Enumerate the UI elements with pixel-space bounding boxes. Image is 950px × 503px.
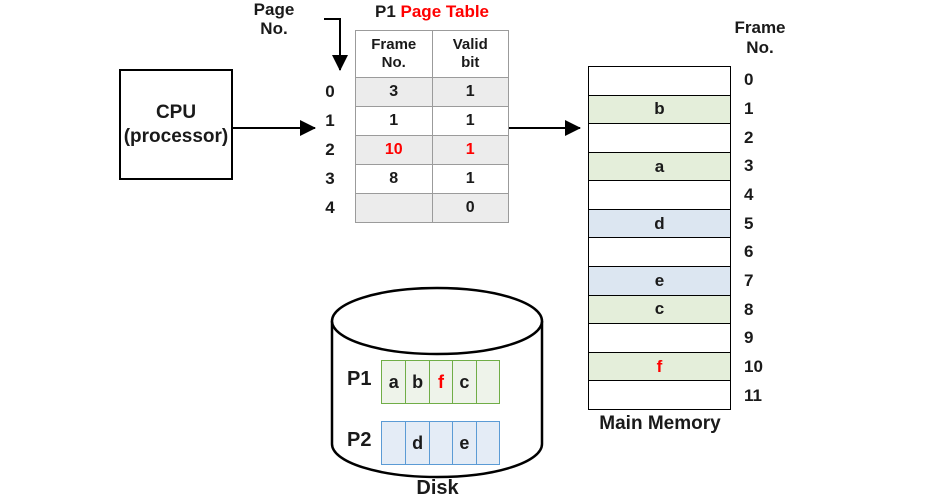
memory-frame bbox=[589, 67, 730, 96]
memory-frame: b bbox=[589, 95, 730, 125]
frame-number-column: 0 1 2 3 4 5 6 7 8 9 10 11 bbox=[744, 66, 786, 410]
arrow-page-no-to-table bbox=[324, 18, 348, 71]
frame-number: 8 bbox=[744, 299, 754, 319]
page-table-row: 1 1 bbox=[356, 106, 508, 135]
page-table-row: 10 1 bbox=[356, 135, 508, 164]
frame-content: f bbox=[656, 356, 663, 376]
memory-frame: c bbox=[589, 295, 730, 325]
page-no-header: Page No. bbox=[238, 0, 310, 38]
page-number: 4 bbox=[325, 198, 335, 218]
disk-p1-row: a b f c bbox=[381, 360, 500, 404]
disk-label: Disk bbox=[416, 477, 459, 499]
frame-no-cell: 1 bbox=[356, 106, 432, 135]
column-header-valid-bit: Valid bit bbox=[431, 31, 509, 77]
valid-bit-cell: 1 bbox=[431, 106, 508, 135]
disk-p2-cell: d bbox=[405, 422, 428, 464]
frame-no-cell: 3 bbox=[356, 77, 432, 106]
frame-content: a bbox=[654, 156, 665, 176]
frame-content: c bbox=[654, 299, 665, 319]
disk-p1-cell: f bbox=[428, 361, 452, 403]
page-number: 0 bbox=[325, 81, 335, 101]
memory-frame: a bbox=[589, 152, 730, 182]
memory-frame: e bbox=[589, 267, 730, 296]
frame-number: 10 bbox=[744, 357, 763, 377]
disk-p2-cell: e bbox=[452, 422, 475, 464]
valid-bit-cell: 1 bbox=[431, 77, 508, 106]
frame-content: b bbox=[654, 99, 665, 119]
page-table-row: 0 bbox=[356, 193, 508, 222]
memory-frame: f bbox=[589, 352, 730, 382]
frame-number: 7 bbox=[744, 271, 754, 291]
memory-frame bbox=[589, 238, 730, 268]
valid-bit-cell: 0 bbox=[431, 193, 508, 222]
frame-number: 4 bbox=[744, 185, 754, 205]
frame-number: 0 bbox=[744, 70, 754, 90]
frame-no-header-line1: Frame bbox=[734, 18, 786, 37]
frame-no-cell: 10 bbox=[356, 135, 432, 164]
disk-p2-cell bbox=[475, 422, 499, 464]
disk-p1-cell: a bbox=[388, 371, 399, 392]
disk-p1-cell bbox=[475, 361, 499, 403]
disk-p2-label: P2 bbox=[347, 429, 372, 451]
frame-no-header-line2: No. bbox=[746, 38, 774, 58]
page-table-title-prefix: P1 bbox=[374, 2, 396, 21]
frame-no-cell: 8 bbox=[356, 164, 432, 193]
frame-number: 9 bbox=[744, 328, 754, 348]
frame-no-header: Frame No. bbox=[724, 18, 796, 59]
cpu-box: CPU (processor) bbox=[119, 69, 233, 180]
page-no-header-line2: No. bbox=[260, 18, 288, 38]
memory-frame bbox=[589, 181, 730, 210]
frame-no-cell bbox=[356, 193, 432, 222]
page-table-title-text: Page Table bbox=[400, 2, 490, 21]
main-memory-label: Main Memory bbox=[599, 413, 721, 434]
memory-frame bbox=[589, 381, 730, 409]
main-memory: b a d e c f bbox=[588, 66, 731, 410]
frame-number: 6 bbox=[744, 242, 754, 262]
memory-frame bbox=[589, 324, 730, 353]
disk-p2-cell bbox=[428, 422, 452, 464]
disk-p1-label: P1 bbox=[347, 368, 372, 390]
frame-number: 11 bbox=[744, 385, 762, 405]
valid-bit-cell: 1 bbox=[431, 164, 508, 193]
disk-p1-cell: b bbox=[405, 361, 428, 403]
page-number: 2 bbox=[325, 140, 335, 159]
cpu-label-line1: CPU bbox=[155, 101, 197, 123]
frame-content: d bbox=[654, 213, 665, 233]
frame-number: 5 bbox=[744, 213, 754, 233]
cpu-label-line2: (processor) bbox=[123, 125, 229, 147]
frame-number: 1 bbox=[744, 99, 754, 118]
disk-p2-row: d e bbox=[381, 421, 500, 465]
page-no-header-line1: Page bbox=[253, 0, 295, 19]
page-table: Frame No. Valid bit 3 1 1 1 10 1 8 1 0 bbox=[355, 30, 509, 223]
page-number-column: 0 1 2 3 4 bbox=[314, 77, 346, 223]
page-table-row: 8 1 bbox=[356, 164, 508, 193]
frame-number: 2 bbox=[744, 127, 754, 147]
page-number: 1 bbox=[325, 110, 335, 130]
page-table-header-row: Frame No. Valid bit bbox=[356, 31, 508, 77]
memory-frame: d bbox=[589, 209, 730, 239]
page-table-title: P1 Page Table bbox=[355, 2, 509, 22]
column-header-frame-no: Frame No. bbox=[371, 36, 417, 71]
disk-p1-cell: c bbox=[452, 361, 475, 403]
frame-number: 3 bbox=[744, 156, 754, 176]
disk-p2-cell bbox=[382, 422, 405, 464]
memory-frame bbox=[589, 124, 730, 153]
page-number: 3 bbox=[325, 169, 335, 189]
frame-content: e bbox=[654, 270, 665, 290]
page-table-row: 3 1 bbox=[356, 77, 508, 106]
valid-bit-cell: 1 bbox=[431, 135, 508, 164]
